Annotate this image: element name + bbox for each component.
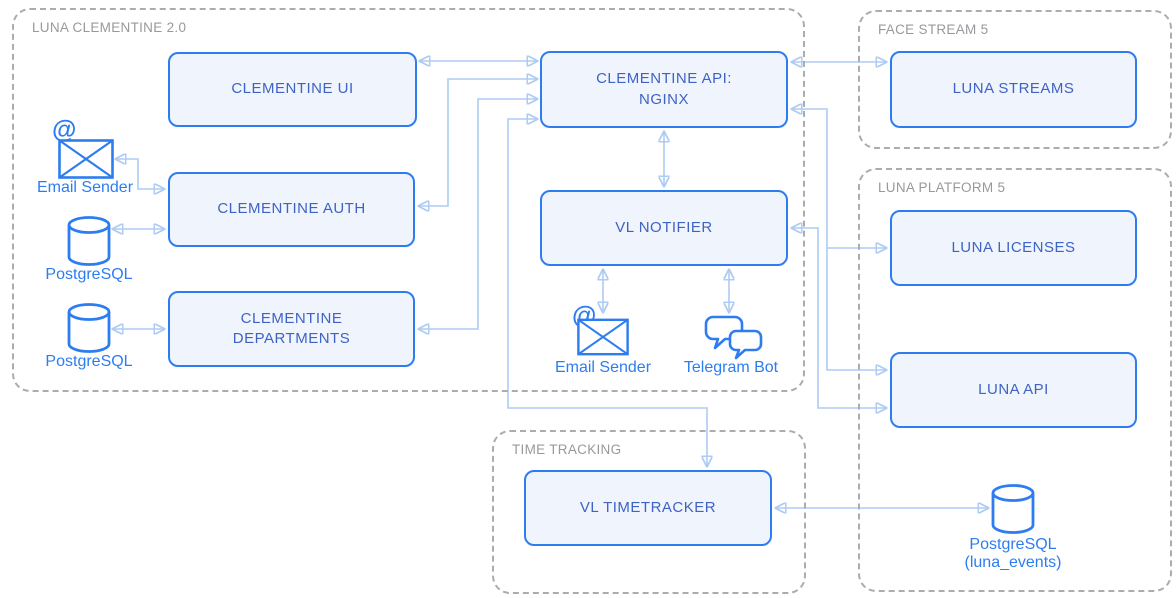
group-luna-platform: LUNA PLATFORM 5	[858, 168, 1172, 592]
node-vl-timetracker: VL TIMETRACKER	[524, 470, 772, 546]
at-icon: @	[52, 116, 77, 144]
email-icon	[577, 318, 629, 356]
group-face-stream: FACE STREAM 5	[858, 10, 1172, 149]
node-clementine-api-line2: NGINX	[638, 90, 689, 108]
postgres-luna-events-line2: (luna_events)	[964, 554, 1062, 572]
group-time-tracking-label: TIME TRACKING	[512, 442, 622, 457]
group-luna-clementine-label: LUNA CLEMENTINE 2.0	[32, 20, 187, 35]
node-clementine-auth-label: CLEMENTINE AUTH	[217, 200, 366, 218]
group-face-stream-label: FACE STREAM 5	[878, 22, 989, 37]
node-clementine-departments-line1: CLEMENTINE	[240, 309, 343, 327]
group-time-tracking: TIME TRACKING	[492, 430, 806, 594]
chat-bubbles-icon	[704, 315, 763, 360]
postgres-departments-label: PostgreSQL	[45, 353, 133, 370]
group-luna-clementine: LUNA CLEMENTINE 2.0	[12, 8, 805, 392]
node-vl-notifier: VL NOTIFIER	[540, 190, 788, 266]
email-sender-auth-label: Email Sender	[36, 179, 134, 196]
node-clementine-api: CLEMENTINE API: NGINX	[540, 51, 788, 128]
node-vl-timetracker-label: VL TIMETRACKER	[579, 498, 717, 516]
telegram-bot-label: Telegram Bot	[683, 359, 779, 376]
postgres-luna-events-line1: PostgreSQL	[969, 536, 1057, 553]
email-icon	[58, 139, 114, 179]
email-sender-notifier-label: Email Sender	[554, 359, 652, 376]
node-clementine-ui: CLEMENTINE UI	[168, 52, 417, 127]
node-luna-licenses: LUNA LICENSES	[890, 210, 1137, 286]
node-clementine-departments-line2: DEPARTMENTS	[232, 330, 351, 347]
database-icon	[67, 303, 111, 353]
postgres-luna-events-label: PostgreSQL (luna_events)	[938, 536, 1088, 573]
node-vl-notifier-label: VL NOTIFIER	[615, 218, 713, 236]
group-luna-platform-label: LUNA PLATFORM 5	[878, 180, 1006, 195]
node-luna-streams-label: LUNA STREAMS	[952, 80, 1075, 98]
node-luna-api: LUNA API	[890, 352, 1137, 428]
node-clementine-api-line1: CLEMENTINE API:	[596, 70, 732, 88]
node-luna-licenses-label: LUNA LICENSES	[951, 238, 1076, 256]
node-luna-streams: LUNA STREAMS	[890, 51, 1137, 128]
postgres-auth-label: PostgreSQL	[45, 266, 133, 283]
node-luna-api-label: LUNA API	[978, 380, 1049, 398]
database-icon	[991, 484, 1035, 534]
node-clementine-auth: CLEMENTINE AUTH	[168, 172, 415, 247]
node-clementine-departments: CLEMENTINE DEPARTMENTS	[168, 291, 415, 367]
database-icon	[67, 216, 111, 266]
node-clementine-ui-label: CLEMENTINE UI	[231, 80, 354, 98]
